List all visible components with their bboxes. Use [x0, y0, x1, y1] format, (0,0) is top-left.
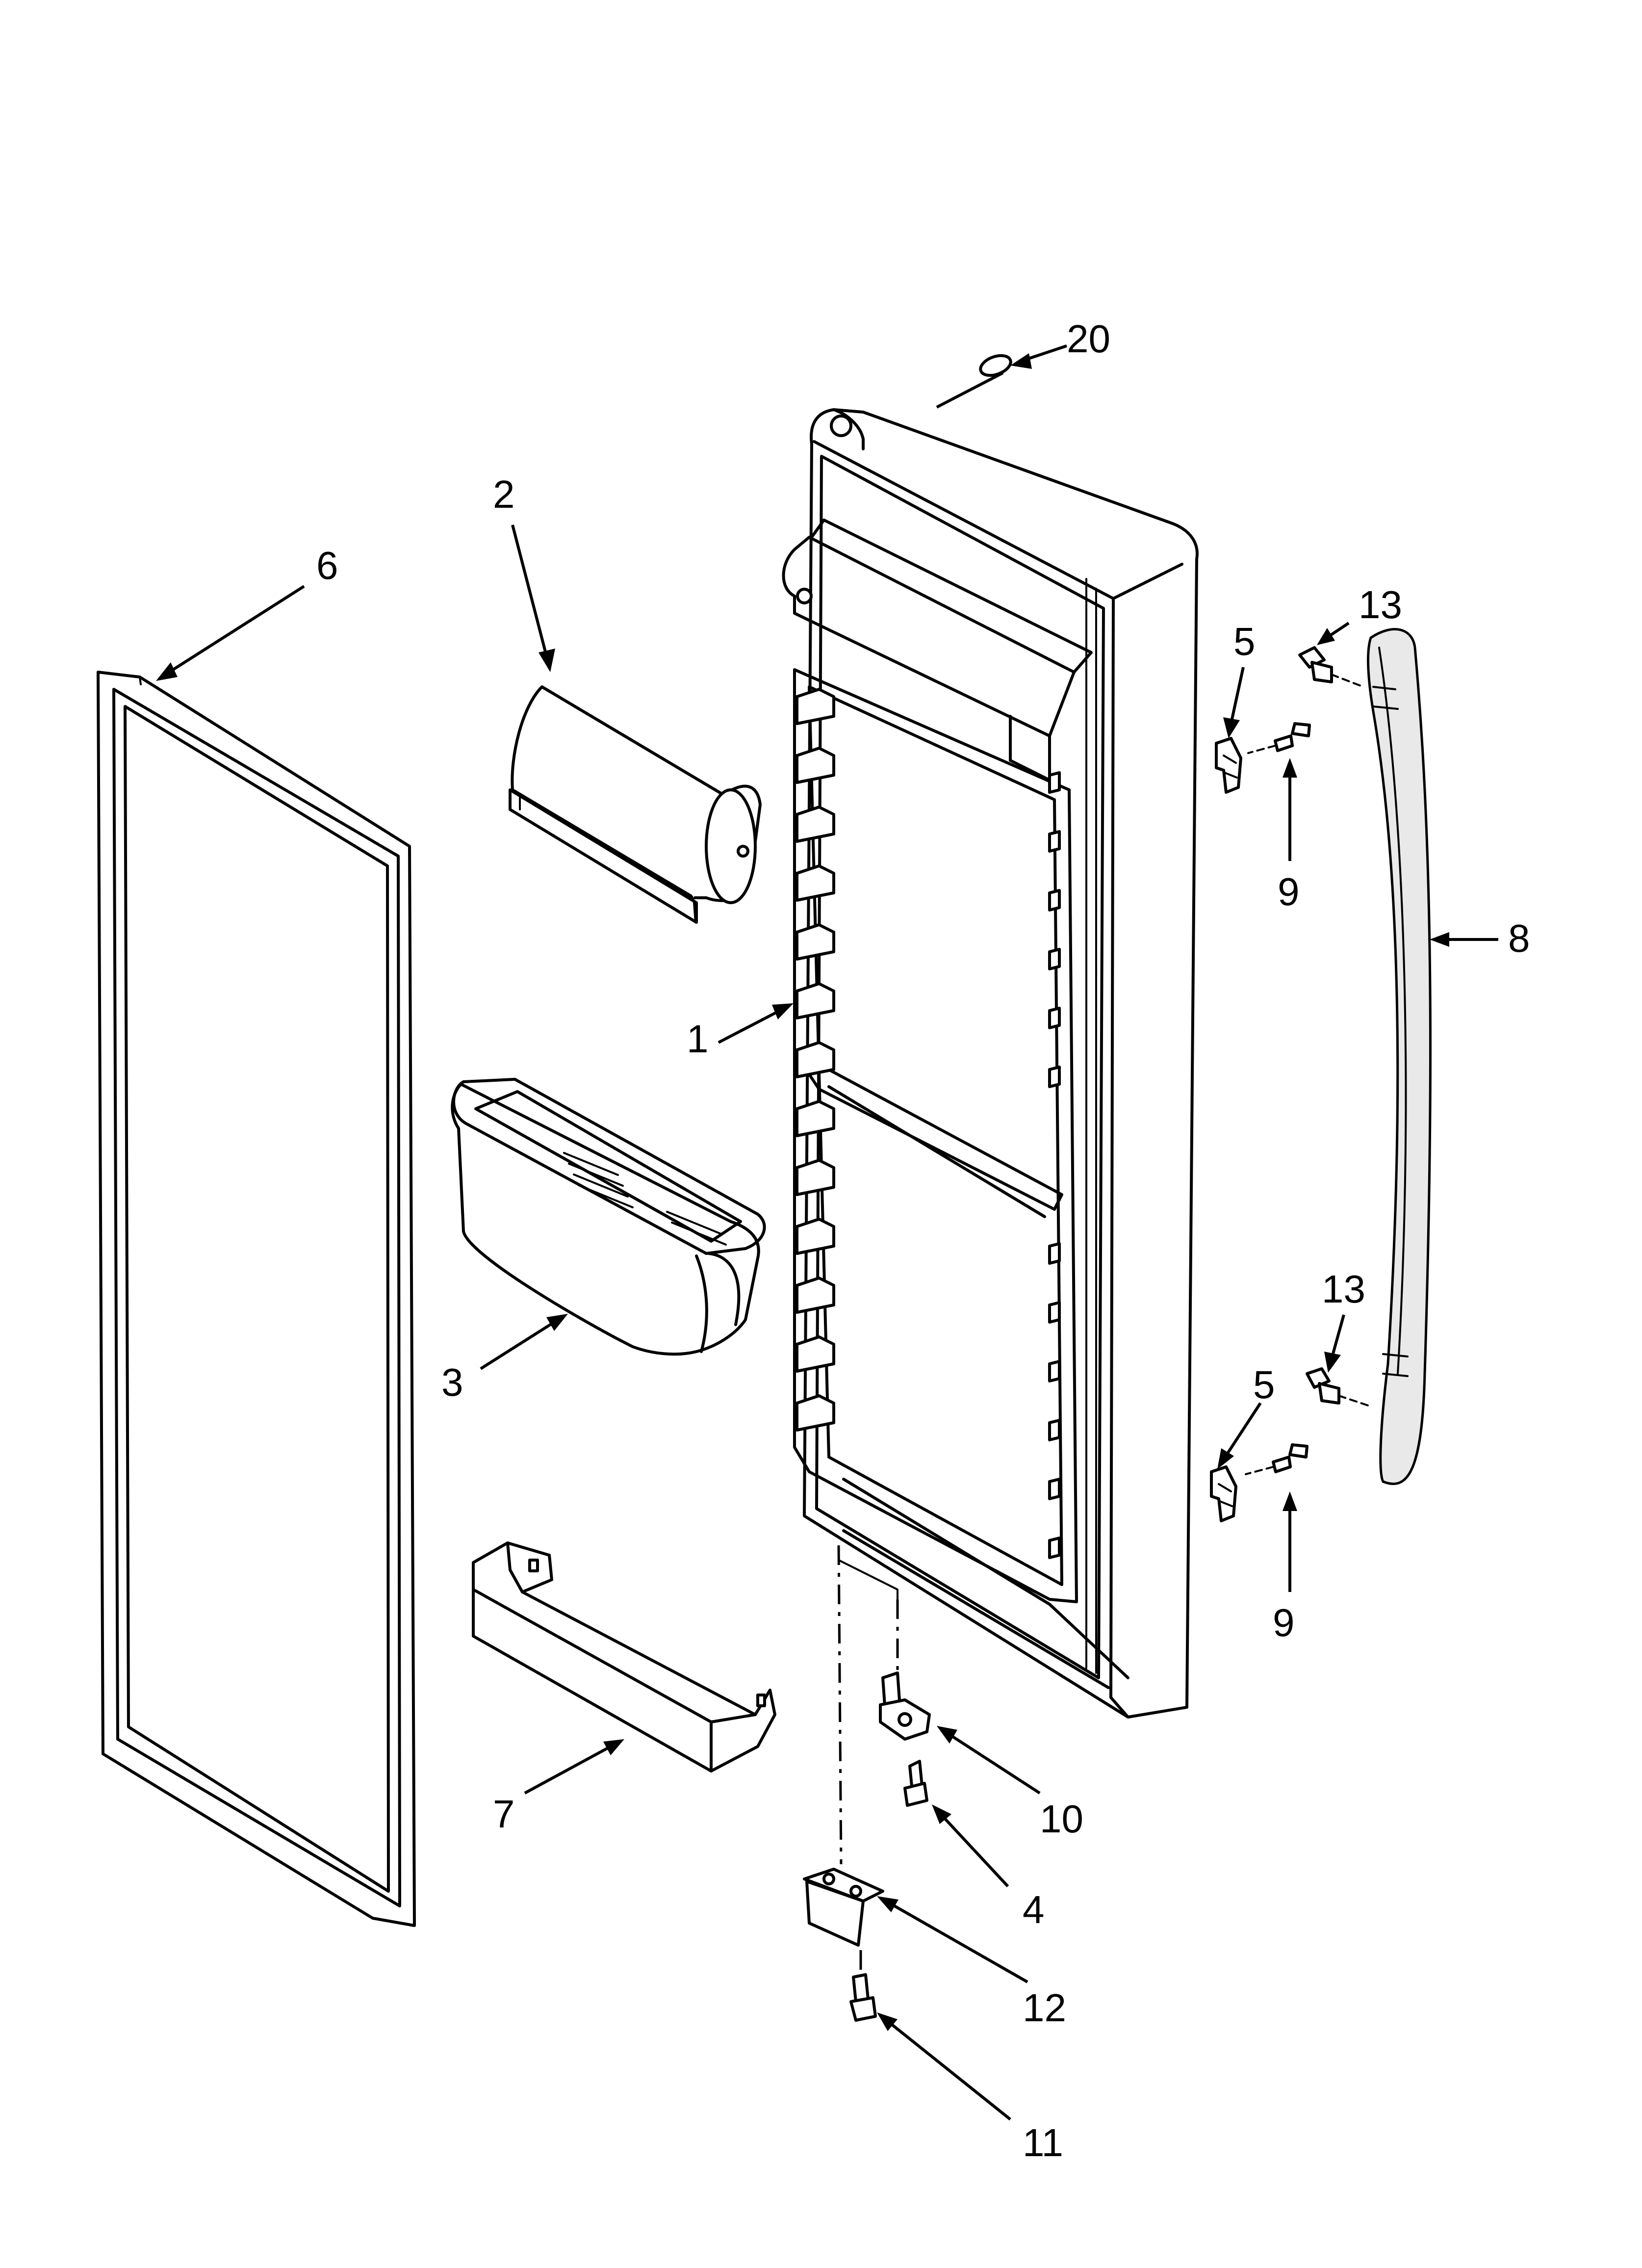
callout-20: 20: [1067, 317, 1110, 361]
callout-12: 12: [1023, 1986, 1066, 2030]
callout-5-upper: 5: [1233, 620, 1256, 663]
handle-clip-upper-5: [1215, 737, 1242, 794]
handle-screw-lower-13: [1306, 1367, 1369, 1407]
door-liner-part: [782, 408, 1199, 1719]
callout-1: 1: [687, 1017, 709, 1061]
hinge-screw-part-11: [849, 1973, 877, 2022]
callout-leaders: [156, 344, 1498, 2121]
handle-screw-upper-13: [1298, 646, 1364, 688]
callout-11: 11: [1023, 2121, 1063, 2164]
hinge-pin-part-10: [879, 1671, 931, 1741]
hinge-bracket-part-12: [803, 1868, 884, 1947]
callout-10: 10: [1040, 1797, 1083, 1841]
callout-labels: 20 2 6 5 13 9 8 1 3 13 5 9 10 7 4 12 11: [316, 317, 1530, 2164]
callout-7: 7: [493, 1792, 515, 1836]
callout-3: 3: [441, 1360, 463, 1404]
hinge-guide-line: [838, 1559, 898, 1600]
dairy-compartment-part: [509, 685, 762, 924]
hinge-centerline: [837, 1545, 843, 1865]
callout-13-upper: 13: [1359, 583, 1402, 626]
callout-2: 2: [493, 472, 515, 516]
callout-9-upper: 9: [1278, 870, 1300, 913]
callout-5-lower: 5: [1253, 1363, 1275, 1407]
handle-screw-upper-9: [1247, 722, 1311, 754]
callout-13-lower: 13: [1322, 1267, 1365, 1311]
door-gasket-part: [97, 671, 416, 1927]
callout-4: 4: [1023, 1888, 1045, 1931]
callout-6: 6: [316, 544, 338, 587]
liner-shelf-cleats: [795, 688, 1061, 1559]
hinge-screw-part-4: [903, 1760, 928, 1807]
handle-clip-lower-5: [1210, 1465, 1237, 1522]
door-handle-part: [1367, 628, 1432, 1486]
door-shelf-rail-part: [472, 1541, 776, 1773]
callout-8: 8: [1508, 916, 1530, 960]
door-bin-part: [451, 1078, 766, 1356]
callout-9-lower: 9: [1273, 1601, 1295, 1644]
handle-screw-lower-9: [1245, 1443, 1308, 1475]
